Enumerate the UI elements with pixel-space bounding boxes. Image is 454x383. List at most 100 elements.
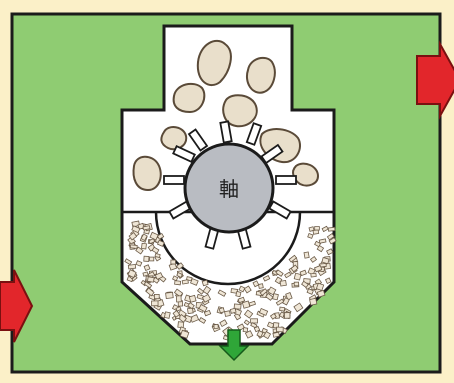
particle	[262, 275, 271, 282]
particle	[312, 229, 320, 235]
particle	[175, 295, 182, 303]
particle	[324, 277, 332, 285]
particle	[135, 260, 143, 267]
particle	[181, 279, 189, 285]
particle	[293, 272, 302, 281]
particle	[187, 302, 195, 310]
particle	[196, 287, 205, 295]
particle	[314, 226, 320, 231]
particle	[233, 303, 242, 310]
particle	[201, 293, 212, 303]
particle	[131, 225, 141, 234]
particle	[269, 312, 277, 320]
particle	[243, 285, 252, 294]
particle	[163, 311, 171, 319]
particle	[177, 321, 185, 329]
particle	[256, 330, 264, 338]
particle	[315, 282, 325, 292]
crushed-particles	[124, 220, 337, 342]
particle	[135, 246, 144, 255]
particle	[142, 271, 149, 277]
particle	[165, 291, 174, 300]
particle	[275, 269, 284, 277]
particle	[303, 251, 310, 259]
rotor-tooth	[245, 122, 263, 146]
particle	[151, 246, 160, 254]
particle	[124, 258, 133, 266]
rock	[222, 94, 258, 128]
particle	[224, 310, 231, 317]
particle	[288, 254, 297, 263]
rotor-tooth	[163, 175, 185, 185]
particle	[259, 288, 268, 296]
particle	[321, 257, 330, 265]
rotor-tooth	[187, 128, 209, 152]
rock	[172, 82, 206, 114]
particle	[147, 276, 155, 283]
particle	[201, 279, 209, 287]
rotor-tooth	[275, 175, 297, 185]
particle	[137, 222, 145, 230]
particle	[198, 317, 207, 324]
particle	[143, 264, 151, 272]
rotor-tooth	[268, 200, 292, 220]
particle	[140, 233, 148, 242]
right-red-arrow-icon	[416, 40, 454, 120]
particle	[176, 271, 183, 278]
rotor-tooth	[172, 144, 196, 164]
particle	[301, 280, 309, 288]
particle	[267, 286, 277, 296]
particle	[328, 237, 337, 245]
particle	[172, 310, 181, 318]
particle	[218, 307, 225, 314]
particle	[242, 327, 249, 333]
particle	[172, 275, 179, 282]
particle	[326, 232, 335, 241]
particle	[187, 307, 194, 315]
particle	[253, 325, 261, 333]
particle	[149, 256, 155, 262]
rotor-tooth	[219, 120, 233, 144]
particle	[128, 232, 138, 241]
particle	[293, 281, 300, 287]
particle	[276, 326, 284, 333]
particle	[229, 307, 237, 314]
particle	[143, 281, 153, 289]
particle	[258, 283, 264, 289]
particle	[156, 239, 165, 247]
particle	[173, 288, 184, 298]
particle	[252, 280, 260, 288]
particle	[174, 280, 182, 286]
particle	[217, 289, 227, 297]
particle	[290, 264, 299, 273]
particle	[127, 264, 137, 270]
feed-rocks	[132, 39, 320, 192]
particle	[321, 225, 329, 233]
particle	[179, 329, 190, 339]
particle	[250, 322, 258, 329]
particle	[307, 232, 314, 239]
particle	[175, 306, 182, 312]
particle	[284, 271, 292, 279]
particle	[243, 319, 251, 326]
particle	[316, 289, 326, 298]
particle	[153, 293, 160, 300]
rock	[246, 56, 276, 94]
rock	[196, 39, 232, 87]
particle	[202, 285, 212, 295]
axis-label: 軸	[219, 177, 239, 201]
particle	[248, 300, 257, 307]
particle	[279, 306, 286, 312]
particle	[154, 253, 161, 259]
rock	[160, 126, 188, 151]
particle	[306, 288, 314, 295]
particle	[141, 242, 147, 250]
particle	[198, 304, 208, 313]
particle	[237, 296, 246, 304]
rotor	[183, 142, 275, 234]
particle	[318, 238, 327, 244]
rock	[132, 155, 162, 192]
particle	[258, 307, 269, 316]
particle	[235, 290, 242, 298]
